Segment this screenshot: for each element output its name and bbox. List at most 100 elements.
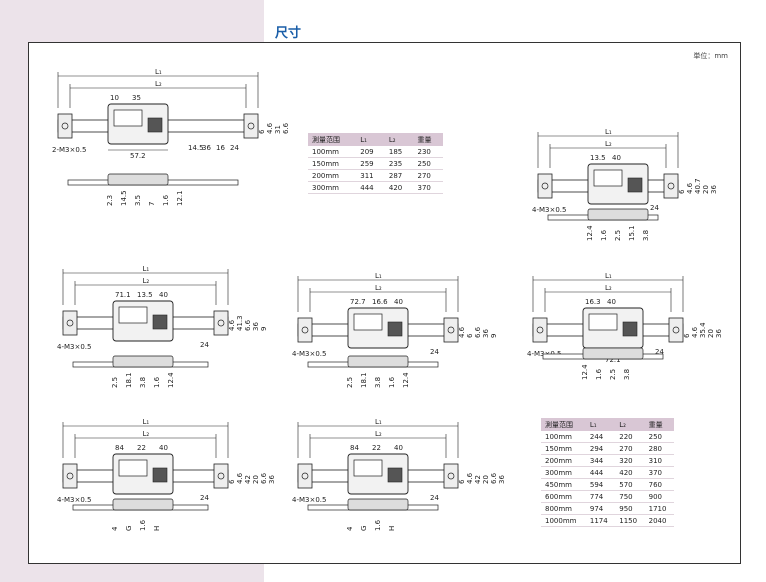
dimension-label: 72.7 xyxy=(350,298,366,306)
table-cell: 950 xyxy=(615,502,645,515)
dimension-label: 84 xyxy=(115,444,124,452)
dimension-label: 4-M3×0.5 xyxy=(532,206,566,214)
dimension-label: 40 xyxy=(159,444,168,452)
dimension-label: 4-M3×0.5 xyxy=(57,343,91,351)
dimension-label: 3.5 xyxy=(134,195,142,206)
thumb-roller xyxy=(387,467,403,483)
dimension-label: 24 xyxy=(430,348,439,356)
table-header-row: 測量范围 L₁ L₂ 重量 xyxy=(541,418,674,431)
end-block xyxy=(213,463,229,489)
dimension-label: 4.6 xyxy=(466,472,474,484)
table-cell: 150mm xyxy=(308,157,357,170)
dimension-label: L₁ xyxy=(605,272,612,280)
header-cell: 測量范围 xyxy=(541,418,586,431)
thumb-roller xyxy=(387,321,403,337)
lcd-window xyxy=(113,109,143,127)
dimension-label: L₂ xyxy=(605,140,612,148)
dimension-label: 71.1 xyxy=(115,291,131,299)
dimension-label: 22 xyxy=(372,444,381,452)
table-cell: 310 xyxy=(644,454,674,467)
header-cell: L₁ xyxy=(585,418,616,431)
dimension-label: 40 xyxy=(394,444,403,452)
dimension-label: 3.8 xyxy=(642,230,650,241)
table-cell: 370 xyxy=(644,466,674,479)
dimension-label: 9 xyxy=(260,327,268,331)
table-cell: 420 xyxy=(384,181,414,194)
dimension-label: 4.6 xyxy=(228,319,236,331)
header-cell: 測量范围 xyxy=(308,133,357,146)
dimension-label: 3.8 xyxy=(623,369,631,380)
mounting-hole xyxy=(541,182,549,190)
dimension-label: 6.6 xyxy=(244,319,252,331)
dimension-label: 1.6 xyxy=(600,229,608,241)
dimension-label: 42 xyxy=(244,475,252,484)
dimension-label: 40 xyxy=(159,291,168,299)
thumb-roller xyxy=(627,177,643,193)
table-cell: 760 xyxy=(644,478,674,491)
dimension-label: L₁ xyxy=(375,272,382,280)
dimension-label: 40 xyxy=(612,154,621,162)
mounting-hole xyxy=(66,472,74,480)
table-cell: 370 xyxy=(413,181,443,194)
dimension-label: 31 xyxy=(274,125,282,134)
mounting-hole xyxy=(247,122,255,130)
table-cell: 1150 xyxy=(615,514,645,527)
dimension-label: 36 xyxy=(268,475,276,484)
dimension-label: L₁ xyxy=(605,128,612,136)
lcd-window xyxy=(118,306,148,324)
dimension-label: 2-M3×0.5 xyxy=(52,146,86,154)
end-block xyxy=(243,113,259,139)
side-head xyxy=(112,355,174,368)
dimension-label: 40 xyxy=(394,298,403,306)
table-cell: 250 xyxy=(644,431,674,443)
dimension-label: 42 xyxy=(474,475,482,484)
dimension-label: H xyxy=(388,526,396,531)
dimension-label: 22 xyxy=(137,444,146,452)
dimension-label: 16 xyxy=(216,144,225,152)
dimension-label: 10 xyxy=(110,94,119,102)
dimension-label: L₂ xyxy=(143,430,150,438)
dimension-label: 36 xyxy=(710,185,718,194)
dimension-label: 4.6 xyxy=(458,326,466,338)
table-cell: 259 xyxy=(356,157,385,170)
dimension-label: 12.4 xyxy=(402,372,410,388)
table-cell: 250 xyxy=(413,157,443,170)
table-cell: 209 xyxy=(356,146,385,158)
dimension-label: 36 xyxy=(482,329,490,338)
thumb-roller xyxy=(152,467,168,483)
dimension-label: 6 xyxy=(678,189,686,194)
dimension-label: 1.6 xyxy=(139,519,147,531)
table-cell: 450mm xyxy=(541,478,586,491)
header-cell: 重量 xyxy=(644,418,674,431)
dimension-label: 16.3 xyxy=(585,298,601,306)
dimension-label: L₂ xyxy=(143,277,150,285)
dimension-label: 1.6 xyxy=(595,368,603,380)
end-block xyxy=(297,463,313,489)
thumb-roller xyxy=(622,321,638,337)
table-cell: 150mm xyxy=(541,442,586,455)
table-cell: 1000mm xyxy=(541,514,586,527)
dimension-label: 20 xyxy=(702,185,710,194)
dimension-label: 6 xyxy=(466,333,474,338)
mounting-hole xyxy=(217,472,225,480)
table-cell: 300mm xyxy=(541,466,586,479)
dimension-label: 2.5 xyxy=(609,369,617,380)
table-cell: 1174 xyxy=(585,514,616,527)
dimension-label: 24 xyxy=(650,204,659,212)
dimension-label: H xyxy=(153,526,161,531)
table-cell: 200mm xyxy=(541,454,586,467)
dimension-label: 2.5 xyxy=(111,377,119,388)
dimension-label: 13.5 xyxy=(137,291,153,299)
dimension-label: 7 xyxy=(148,202,156,206)
drawing-d2: L₁L₂13.54070.84-M3×0.564.640.720362412.4… xyxy=(532,128,718,241)
dimension-label: 20 xyxy=(252,475,260,484)
header-cell: 重量 xyxy=(413,133,443,146)
